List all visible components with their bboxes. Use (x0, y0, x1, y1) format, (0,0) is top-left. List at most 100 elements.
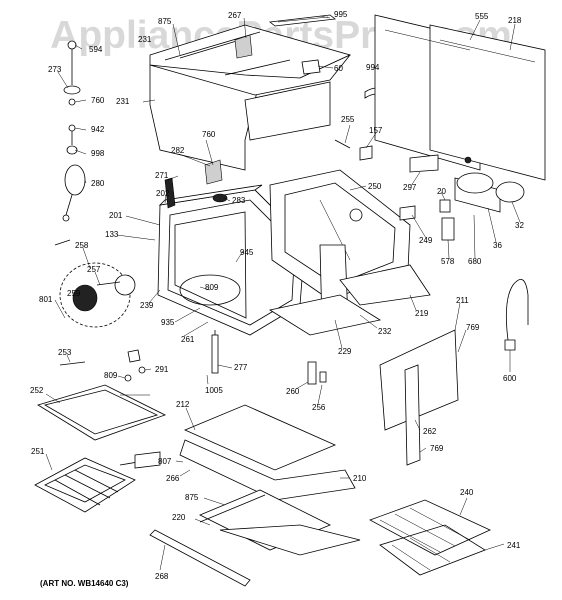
screw-291-part (138, 366, 146, 374)
label-60: 60 (334, 64, 343, 73)
bake-element-part (34, 457, 151, 513)
cabinet-top-part (149, 24, 352, 171)
probe-assembly-part (62, 40, 86, 222)
label-241: 241 (507, 541, 521, 550)
label-232: 232 (378, 327, 392, 336)
screw-133-part (54, 239, 71, 246)
label-220: 220 (172, 513, 186, 522)
label-266: 266 (166, 474, 180, 483)
wire-253-part (59, 361, 86, 366)
oven-floor-part (134, 404, 356, 501)
label-282: 282 (171, 146, 185, 155)
label-801: 801 (39, 295, 53, 304)
vent-strip-part (269, 14, 336, 27)
bracket-260-part (307, 361, 317, 385)
back-frame-part (269, 169, 411, 301)
label-555: 555 (475, 12, 489, 21)
label-229: 229 (338, 347, 352, 356)
art-number: (ART NO. WB14640 C3) (40, 579, 129, 588)
label-273: 273 (48, 65, 62, 74)
grommet-283-part (212, 193, 228, 203)
label-769b: 769 (430, 444, 444, 453)
label-271: 271 (155, 171, 169, 180)
drawer-slide-part (199, 489, 361, 556)
label-157: 157 (369, 126, 383, 135)
label-218: 218 (508, 16, 522, 25)
label-942: 942 (91, 125, 105, 134)
label-260: 260 (286, 387, 300, 396)
label-36: 36 (493, 241, 502, 250)
label-32: 32 (515, 221, 524, 230)
label-809: 809 (205, 283, 219, 292)
label-210: 210 (353, 474, 367, 483)
cord-600-part (505, 278, 529, 341)
label-760b: 760 (202, 130, 216, 139)
label-600: 600 (503, 374, 517, 383)
bracket-271-part (164, 177, 176, 209)
label-250: 250 (368, 182, 382, 191)
label-249: 249 (419, 236, 433, 245)
oven-cavity-part (157, 184, 306, 336)
label-760: 760 (91, 96, 105, 105)
label-935: 935 (161, 318, 175, 327)
label-680: 680 (468, 257, 482, 266)
label-267: 267 (228, 11, 242, 20)
label-219: 219 (415, 309, 429, 318)
label-262: 262 (423, 427, 437, 436)
convection-fan-part (59, 262, 136, 328)
label-201: 201 (109, 211, 123, 220)
label-297: 297 (403, 183, 417, 192)
side-panels-part (268, 244, 431, 336)
label-20: 20 (437, 187, 446, 196)
label-277: 277 (234, 363, 248, 372)
switch-157-part (359, 145, 373, 161)
small-bracket-part (301, 59, 321, 75)
label-268: 268 (155, 572, 169, 581)
label-258: 258 (75, 241, 89, 250)
label-212: 212 (176, 400, 190, 409)
label-998: 998 (91, 149, 105, 158)
label-239: 239 (140, 301, 154, 310)
label-875b: 875 (185, 493, 199, 502)
label-259: 259 (67, 289, 81, 298)
oven-rack-part (369, 499, 491, 576)
label-231b: 231 (116, 97, 130, 106)
label-253: 253 (58, 348, 72, 357)
label-255: 255 (341, 115, 355, 124)
label-283: 283 (232, 196, 246, 205)
side-panel-right-part (379, 329, 459, 466)
label-875: 875 (158, 17, 172, 26)
screw-255-part (334, 139, 351, 149)
label-240: 240 (460, 488, 474, 497)
label-202: 202 (156, 189, 170, 198)
label-251: 251 (31, 447, 45, 456)
control-parts (399, 154, 525, 241)
clip-256-part (319, 371, 327, 383)
label-280: 280 (91, 179, 105, 188)
label-1005: 1005 (205, 386, 223, 395)
label-807: 807 (158, 457, 172, 466)
label-769: 769 (466, 323, 480, 332)
leader-lines (45, 15, 521, 571)
label-994: 994 (366, 63, 380, 72)
label-133: 133 (105, 230, 119, 239)
label-945: 945 (240, 248, 254, 257)
rear-panels-part (374, 14, 546, 181)
label-995: 995 (334, 10, 348, 19)
label-578: 578 (441, 257, 455, 266)
label-256: 256 (312, 403, 326, 412)
rail-268-part (149, 529, 251, 587)
label-211: 211 (456, 296, 469, 305)
bracket-part (234, 34, 253, 59)
label-252: 252 (30, 386, 44, 395)
label-257: 257 (87, 265, 101, 274)
label-261: 261 (181, 335, 195, 344)
label-594: 594 (89, 45, 103, 54)
bracket-282-part (204, 159, 223, 185)
label-291: 291 (155, 365, 169, 374)
bake-element-cover-part (37, 384, 167, 441)
clip-809-part (127, 349, 141, 363)
label-231: 231 (138, 35, 152, 44)
